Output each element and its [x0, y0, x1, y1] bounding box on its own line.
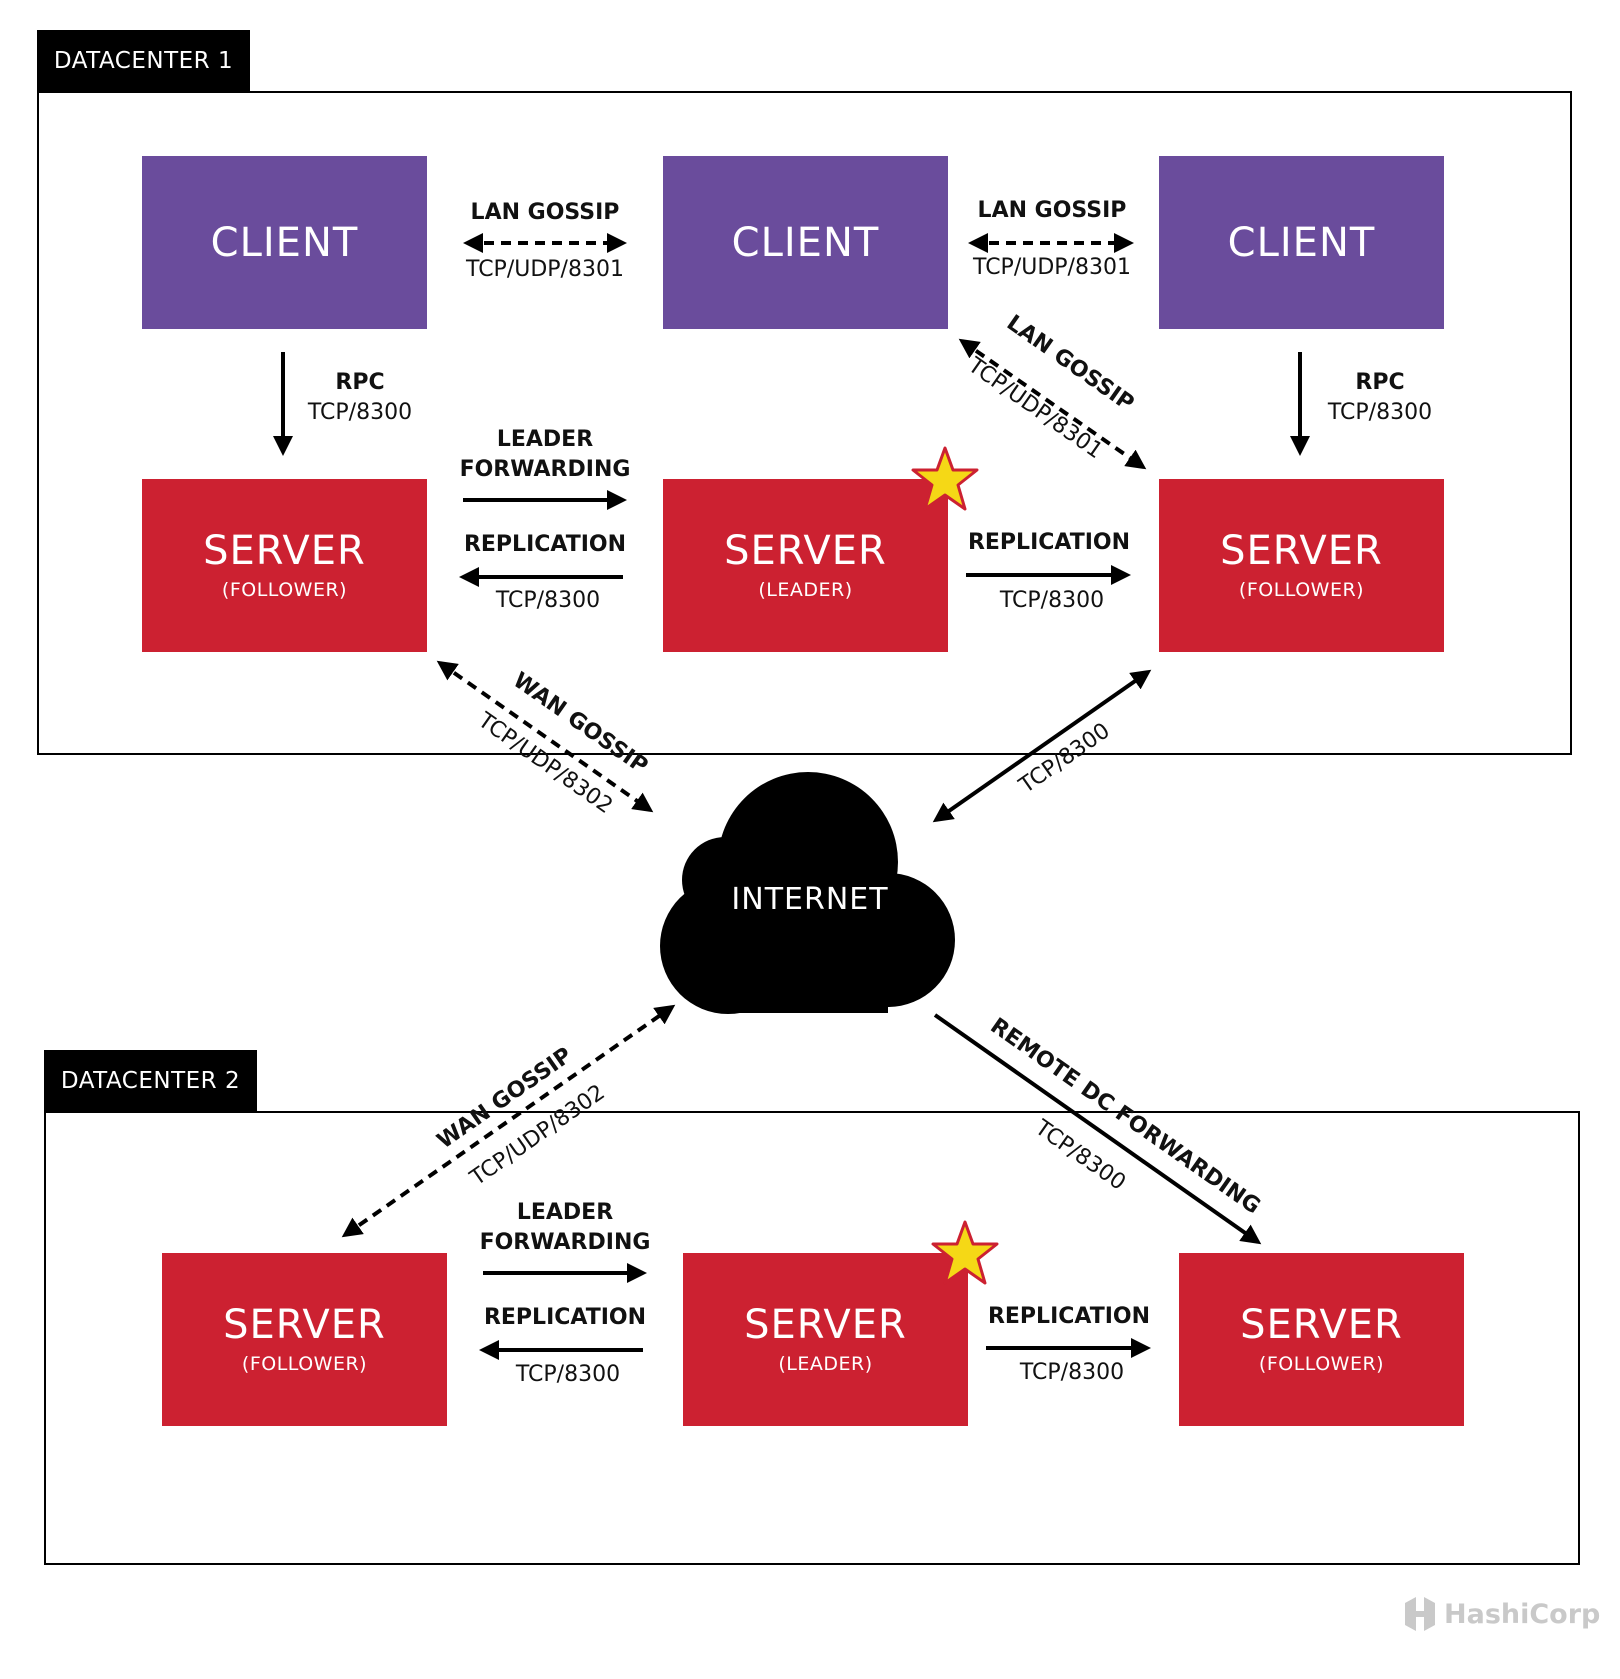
label-line-2: FORWARDING [479, 1229, 651, 1255]
dc1-client-3: CLIENT [1159, 156, 1444, 329]
server-role: (FOLLOWER) [221, 578, 348, 601]
lan-gossip-diagonal-arrow [958, 338, 1147, 470]
protocol-name: REPLICATION [463, 532, 627, 557]
client-title: CLIENT [731, 219, 880, 266]
hashicorp-brand: HashiCorp [1402, 1595, 1600, 1633]
lan-gossip-label-1: LAN GOSSIP [455, 198, 635, 228]
protocol-port: TCP/8300 [999, 588, 1105, 613]
protocol-port: TCP/8300 [307, 399, 413, 425]
protocol-port: TCP/8300 [1327, 399, 1433, 425]
protocol-name: REPLICATION [483, 1305, 647, 1330]
datacenter-1-frame [37, 91, 1572, 755]
protocol-name: RPC [1355, 370, 1405, 395]
protocol-name: REPLICATION [967, 530, 1131, 555]
client-title: CLIENT [210, 219, 359, 266]
server-title: SERVER [203, 527, 366, 574]
dc2-leader-forwarding-label: LEADER FORWARDING [465, 1198, 665, 1257]
dc2-replication-right-port: TCP/8300 [972, 1358, 1172, 1388]
dc1-client-2: CLIENT [663, 156, 948, 329]
protocol-name: LAN GOSSIP [470, 200, 620, 225]
hashicorp-logo-icon [1405, 1597, 1435, 1631]
lan-gossip-port-label-2: TCP/UDP/8301 [962, 253, 1142, 283]
dc1-leader-forwarding-label: LEADER FORWARDING [445, 425, 645, 484]
protocol-name: LAN GOSSIP [977, 198, 1127, 223]
label-line-1: LEADER [496, 427, 594, 452]
label-line-1: LEADER [516, 1200, 614, 1225]
dc1-server-follower-left: SERVER (FOLLOWER) [142, 479, 427, 652]
datacenter-2-tab: DATACENTER 2 [44, 1050, 257, 1112]
dc2-leader-star-icon [931, 1220, 999, 1285]
datacenter-2-frame [44, 1111, 1580, 1565]
rpc-label-left: RPC TCP/8300 [300, 368, 420, 427]
protocol-port: TCP/8300 [1019, 1360, 1125, 1385]
dc1-tcp-8300-arrow [932, 669, 1152, 823]
protocol-name: RPC [335, 370, 385, 395]
server-role: (FOLLOWER) [1258, 1352, 1385, 1375]
protocol-port: TCP/UDP/8301 [973, 255, 1131, 280]
dc2-server-follower-right: SERVER (FOLLOWER) [1179, 1253, 1464, 1426]
server-title: SERVER [1240, 1301, 1403, 1348]
rpc-label-right: RPC TCP/8300 [1320, 368, 1440, 427]
dc1-replication-left-port: TCP/8300 [448, 586, 648, 616]
dc1-server-follower-right: SERVER (FOLLOWER) [1159, 479, 1444, 652]
dc2-server-follower-left: SERVER (FOLLOWER) [162, 1253, 447, 1426]
protocol-port: TCP/UDP/8301 [466, 257, 624, 282]
dc1-replication-right-label: REPLICATION [949, 528, 1149, 558]
dc1-replication-right-port: TCP/8300 [952, 586, 1152, 616]
dc2-server-leader: SERVER (LEADER) [683, 1253, 968, 1426]
server-role: (LEADER) [758, 578, 853, 601]
label-line-2: FORWARDING [459, 456, 631, 482]
internet-label: INTERNET [731, 882, 889, 917]
server-role: (LEADER) [778, 1352, 873, 1375]
dc2-replication-left-label: REPLICATION [465, 1303, 665, 1333]
server-title: SERVER [724, 527, 887, 574]
server-role: (FOLLOWER) [1238, 578, 1365, 601]
protocol-port: TCP/8300 [515, 1362, 621, 1387]
client-title: CLIENT [1227, 219, 1376, 266]
protocol-name: REPLICATION [987, 1304, 1151, 1329]
brand-name: HashiCorp [1444, 1598, 1601, 1630]
dc1-leader-star-icon [911, 446, 979, 511]
dc1-server-leader: SERVER (LEADER) [663, 479, 948, 652]
server-title: SERVER [1220, 527, 1383, 574]
server-title: SERVER [744, 1301, 907, 1348]
server-role: (FOLLOWER) [241, 1352, 368, 1375]
internet-cloud-icon [660, 772, 955, 1014]
lan-gossip-label-2: LAN GOSSIP [962, 196, 1142, 226]
lan-gossip-port-label-1: TCP/UDP/8301 [455, 255, 635, 285]
dc2-wan-gossip-arrow [341, 1004, 676, 1238]
remote-dc-forwarding-arrow [933, 1013, 1262, 1245]
dc2-replication-right-label: REPLICATION [969, 1302, 1169, 1332]
server-title: SERVER [223, 1301, 386, 1348]
datacenter-1-tab: DATACENTER 1 [37, 30, 250, 92]
dc2-replication-left-port: TCP/8300 [468, 1360, 668, 1390]
dc1-replication-left-label: REPLICATION [445, 530, 645, 560]
dc1-client-1: CLIENT [142, 156, 427, 329]
dc1-wan-gossip-arrow [436, 660, 654, 813]
protocol-port: TCP/8300 [495, 588, 601, 613]
